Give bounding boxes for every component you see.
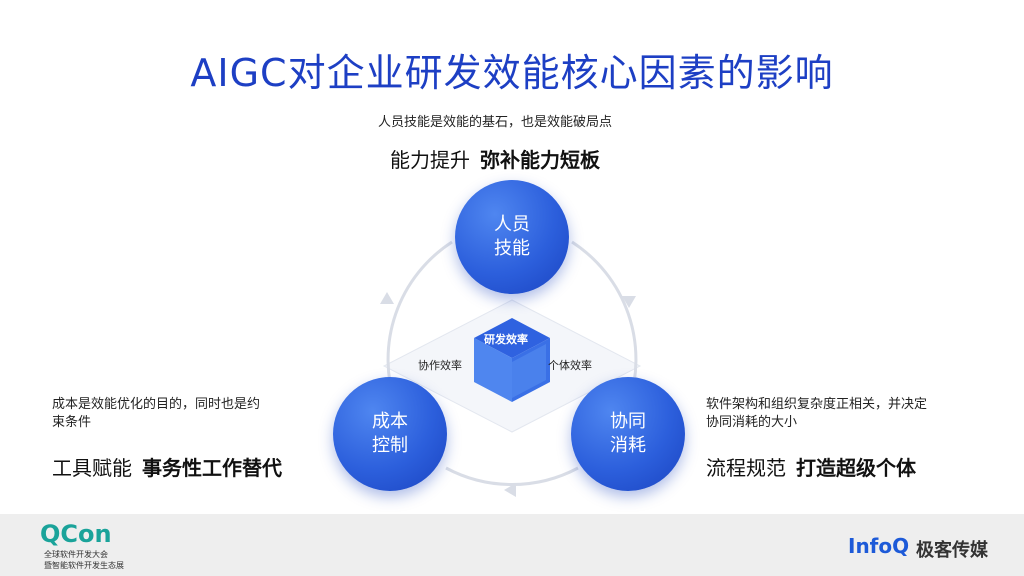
cost-control-line2: 控制 (372, 434, 408, 458)
cost-control-circle: 成本 控制 (333, 377, 447, 491)
collab-cost-circle: 协同 消耗 (571, 377, 685, 491)
cube-right-label: 个体效率 (548, 357, 592, 373)
collab-note-line2: 协同消耗的大小 (706, 414, 927, 432)
qcon-subtitle-2: 暨智能软件开发生态展 (44, 560, 124, 571)
cost-note-line1: 成本是效能优化的目的，同时也是约 (52, 396, 260, 414)
people-skill-circle: 人员 技能 (455, 180, 569, 294)
collab-note: 软件架构和组织复杂度正相关，并决定 协同消耗的大小 (706, 396, 927, 432)
qcon-subtitle-1: 全球软件开发大会 (44, 549, 108, 560)
infoq-cn-name: 极客传媒 (916, 536, 988, 562)
people-skill-line1: 人员 (494, 213, 530, 237)
qcon-logo: QCon (40, 520, 112, 548)
cost-note: 成本是效能优化的目的，同时也是约 束条件 (52, 396, 260, 432)
infoq-logo: InfoQ (848, 534, 909, 558)
cube-left-label: 协作效率 (418, 357, 462, 373)
collab-note-line1: 软件架构和组织复杂度正相关，并决定 (706, 396, 927, 414)
cost-tag-bold: 事务性工作替代 (142, 456, 282, 480)
cost-control-line1: 成本 (372, 410, 408, 434)
arrow-left-icon (380, 292, 394, 304)
cost-note-line2: 束条件 (52, 414, 260, 432)
collab-cost-line1: 协同 (610, 410, 646, 434)
ring-arc-bottom (446, 468, 578, 485)
collab-cost-line2: 消耗 (610, 434, 646, 458)
cube-top-label: 研发效率 (484, 331, 528, 347)
collab-tag-light: 流程规范 (706, 456, 786, 480)
collab-tag-bold: 打造超级个体 (796, 456, 916, 480)
collab-tag: 流程规范打造超级个体 (706, 452, 916, 481)
cost-tag-light: 工具赋能 (52, 456, 132, 480)
cost-tag: 工具赋能事务性工作替代 (52, 452, 282, 481)
people-skill-line2: 技能 (494, 237, 530, 261)
